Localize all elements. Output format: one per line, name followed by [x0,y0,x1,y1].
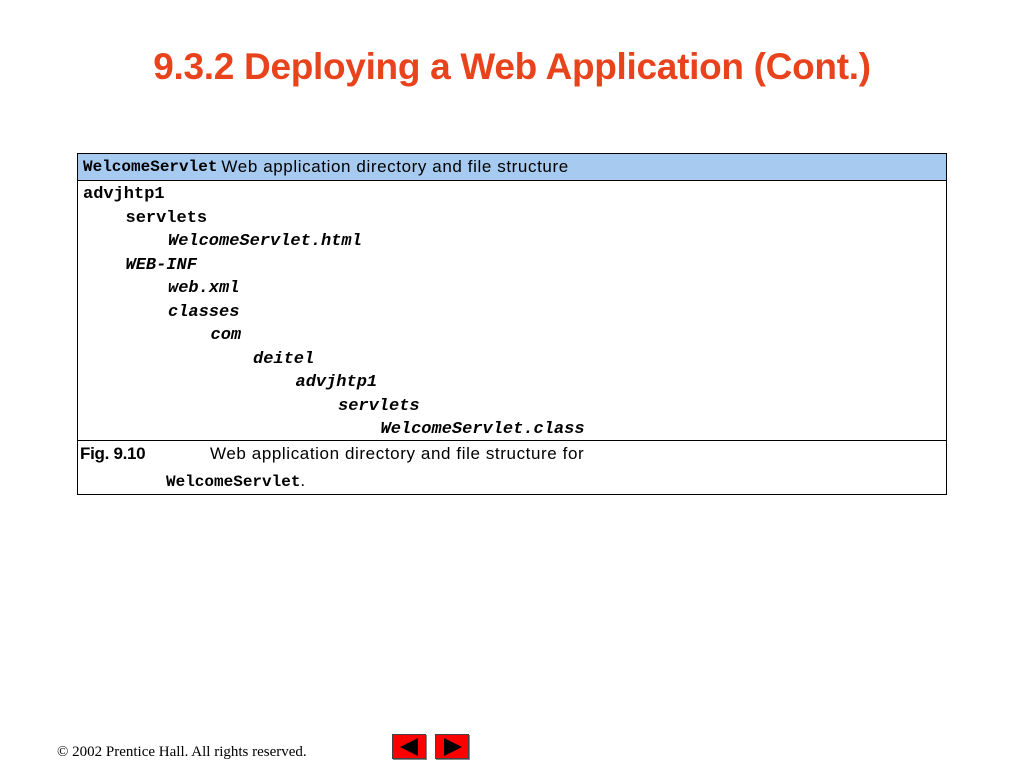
table-header: WelcomeServlet Web application directory… [78,154,946,181]
caption-end-punct: . [300,471,306,490]
tree-item: advjhtp1 [83,185,165,204]
caption-figure-label: Fig. 9.10 [80,444,146,463]
tree-item: advjhtp1 [295,373,378,392]
figure-table: WelcomeServlet Web application directory… [77,153,947,495]
left-arrow-icon [400,738,418,756]
header-code: WelcomeServlet [83,158,218,176]
tree-item: WelcomeServlet.html [168,232,362,251]
tree-item: classes [168,302,240,322]
caption-line-2: WelcomeServlet. [166,471,305,491]
next-slide-button[interactable] [435,734,469,759]
tree-item: com [210,326,242,345]
caption-servlet-name: WelcomeServlet [166,473,301,491]
figure-caption: Fig. 9.10 Web application directory and … [78,441,946,494]
caption-text: Web application directory and file struc… [210,444,585,463]
tree-item: WEB-INF [125,255,197,275]
footer-copyright: © 2002 Prentice Hall. All rights reserve… [57,744,307,760]
slide-title: 9.3.2 Deploying a Web Application (Cont.… [153,46,871,87]
tree-item: WelcomeServlet.class [380,420,585,439]
right-arrow-icon [444,738,462,756]
tree-item: servlets [125,208,208,228]
previous-slide-button[interactable] [392,734,426,759]
header-text: Web application directory and file struc… [221,157,569,176]
tree-item: servlets [338,396,420,416]
tree-item: deitel [253,349,315,369]
tree-item: web.xml [168,279,240,298]
